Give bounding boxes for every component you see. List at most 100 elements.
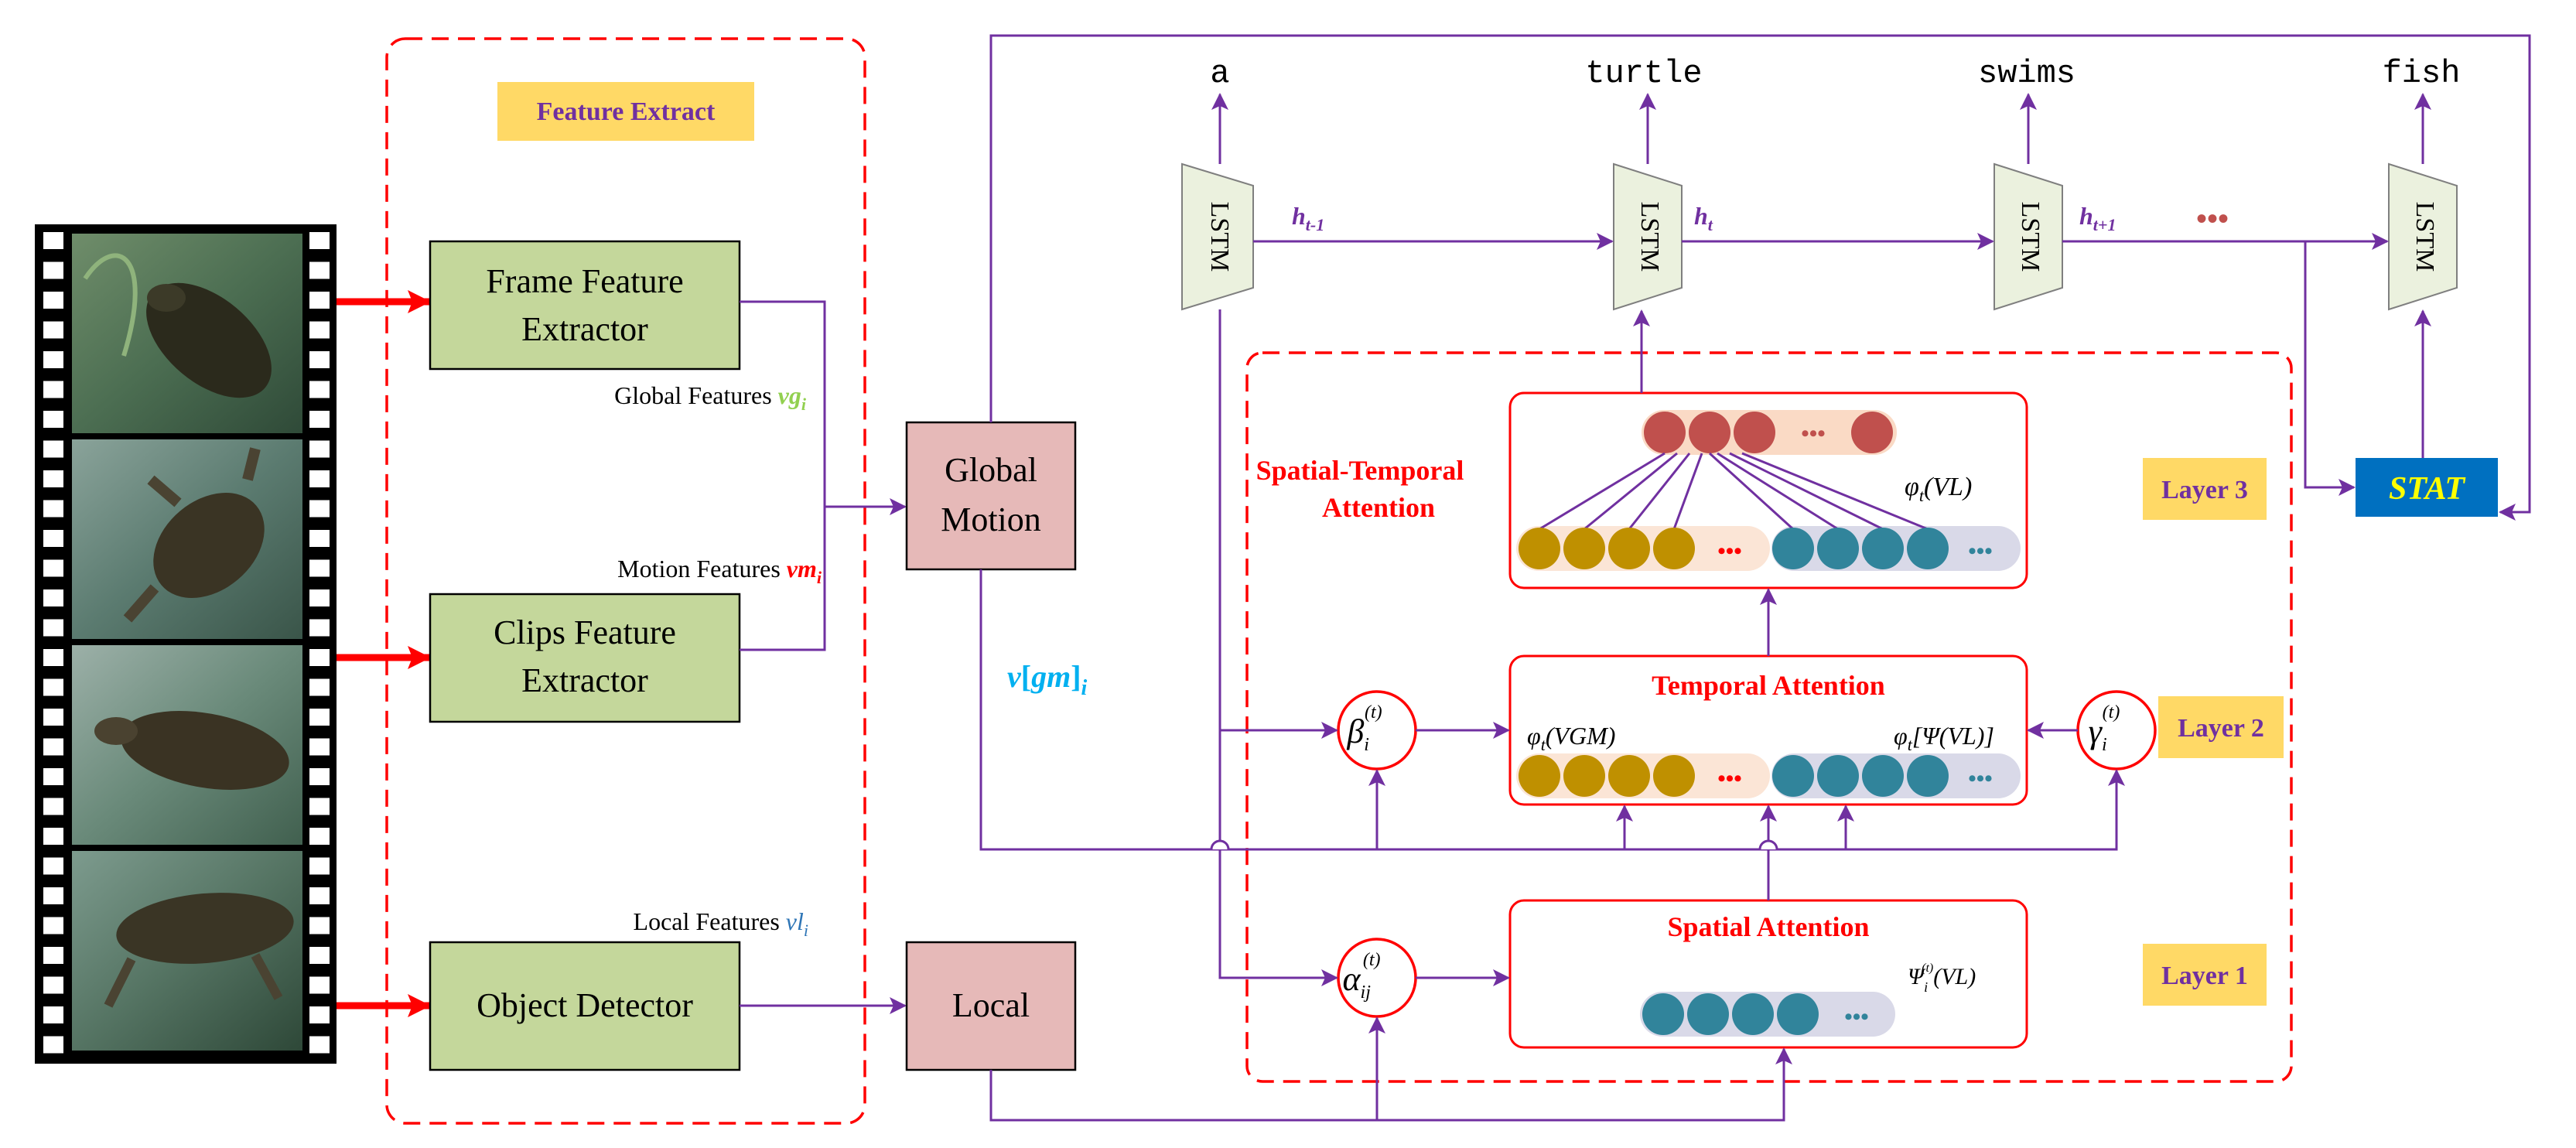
output-word-1: a [1210,55,1229,92]
lstm-cell-4: LSTM [2388,162,2458,311]
film-sprocket-hole [43,857,63,875]
film-sprocket-hole [309,440,330,458]
layer3-badge [2143,458,2267,520]
object-detector-box [429,941,741,1071]
layer3-label: Layer 3 [2161,476,2248,504]
film-sprocket-hole [309,976,330,994]
film-sprocket-hole [309,1036,330,1054]
film-sprocket-hole [43,917,63,934]
clips-feature-extractor-line1: Clips Feature [494,613,676,651]
film-sprocket-hole [43,1036,63,1054]
global-features-label: Global Features vgi [614,381,807,414]
layer2-gold-node [1653,755,1695,797]
layer1-label: Layer 1 [2161,962,2248,990]
attention-fan-line [1672,453,1703,530]
film-sprocket-hole [43,589,63,606]
film-sprocket-hole [43,470,63,487]
spatial-temporal-title-line1: Spatial-Temporal [1256,455,1464,486]
video-frame-4 [72,851,302,1051]
beta-node: βi(t) [1337,690,1417,770]
film-sprocket-hole [43,559,63,577]
layer-connectors [1633,309,1777,900]
layer1-teal-node [1642,993,1684,1035]
temporal-attention-title: Temporal Attention [1652,670,1885,701]
layer3-output-node [1689,412,1730,453]
layer1-teal-node [1777,993,1819,1035]
film-sprocket-hole [43,351,63,368]
video-frame-2 [72,439,302,639]
global-motion-line1: Global [945,451,1037,489]
film-sprocket-hole [309,649,330,666]
film-sprockets-left [43,232,63,1054]
layer3-gold-node [1608,528,1650,569]
film-sprocket-hole [309,887,330,904]
lstm-cell-2: LSTM [1613,162,1683,311]
lstm-cell-2-label: LSTM [1635,202,1664,272]
feature-extract-title: Feature Extract [537,97,716,126]
film-sprocket-hole [309,292,330,309]
clips-feature-extractor-line2: Extractor [521,661,648,699]
film-sprocket-hole [309,589,330,606]
layer3-gold-node [1563,528,1605,569]
film-sprocket-hole [43,768,63,785]
film-sprocket-hole [309,381,330,398]
video-frame-3 [72,645,302,845]
layer1-badge [2143,944,2267,1006]
film-sprocket-hole [309,351,330,368]
lstm-cell-1: LSTM [1181,162,1254,311]
feature-extract-region [385,37,866,1125]
film-sprocket-hole [309,709,330,726]
layer2-badge [2158,696,2284,758]
local-label: Local [952,986,1030,1024]
film-sprocket-hole [43,232,63,249]
layer2-gold-dots: ••• [1717,766,1742,791]
layer3-teal-node [1772,528,1814,569]
film-sprocket-hole [309,768,330,785]
local-box [905,941,1077,1071]
attention-fan-line [1539,452,1666,531]
attention-fan-line [1717,452,1839,531]
film-sprocket-hole [309,500,330,518]
film-sprocket-hole [43,530,63,547]
layer2-teal-node [1862,755,1904,797]
film-sprocket-hole [309,947,330,964]
local-features-label: Local Features vli [634,907,808,940]
film-sprocket-hole [43,411,63,428]
global-motion-box [905,421,1077,571]
lstm-cell-3: LSTM [1993,162,2063,311]
film-sprocket-hole [309,530,330,547]
layer3-fan-lines [1539,452,1929,531]
layer1-teal-node [1732,993,1774,1035]
film-sprocket-hole [43,500,63,518]
layer2-teal-dots: ••• [1968,766,1993,791]
bus-crossings [1210,839,1778,850]
layer3-gold-node [1519,528,1560,569]
film-sprocket-hole [309,738,330,756]
motion-features-label: Motion Features vmi [617,555,822,587]
layer3-input-nodes [1519,528,1949,569]
film-sprocket-hole [43,976,63,994]
attention-routing [979,309,2125,1122]
film-sprocket-hole [309,917,330,934]
hidden-ellipsis: ••• [2196,201,2229,236]
layer3-teal-node [1817,528,1859,569]
lstm-cell-1-label: LSTM [1205,202,1234,272]
hidden-h-curr: ht [1694,202,1713,234]
layer2-teal-node [1817,755,1859,797]
film-sprocket-hole [309,857,330,875]
spatial-attention-title: Spatial Attention [1667,911,1869,942]
film-sprocket-hole [309,1006,330,1023]
film-sprocket-hole [309,411,330,428]
layer3-output-node [1851,412,1893,453]
layer2-gold-node [1519,755,1560,797]
phi-vgm-label: φt(VGM) [1527,722,1615,754]
vgm-label: v[gm]i [1007,659,1088,700]
global-motion-line2: Motion [941,501,1041,538]
film-sprocket-hole [309,321,330,339]
layer3-output-node [1644,412,1686,453]
layer1-nodes [1642,993,1819,1035]
lstm-output-arrows [1211,93,2431,164]
film-sprocket-hole [309,559,330,577]
